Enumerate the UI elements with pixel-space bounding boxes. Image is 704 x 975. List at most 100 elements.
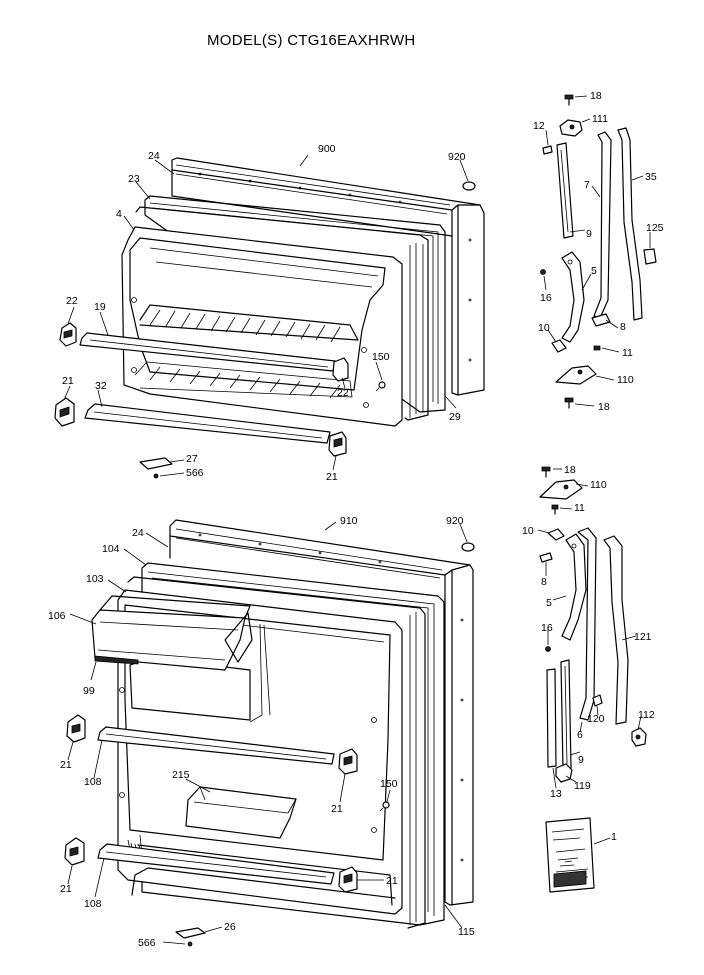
label-10-upper: 10 — [538, 322, 550, 334]
hinge-parts-upper: 18 12 111 7 35 9 125 16 5 10 8 11 110 18 — [533, 90, 664, 413]
label-9-lower: 9 — [578, 754, 584, 766]
label-7: 7 — [584, 179, 590, 191]
label-8-lower: 8 — [541, 576, 547, 588]
label-1: 1 — [611, 831, 617, 843]
label-125: 125 — [646, 222, 664, 234]
door-handle-121 — [603, 535, 629, 725]
label-120: 120 — [587, 713, 605, 725]
hinge-pin-8-upper — [591, 313, 611, 327]
freezer-outer-door-panel — [171, 157, 485, 396]
trim-strip-9-upper — [556, 142, 574, 239]
fresh-food-shelf-bar-108-lower — [97, 843, 335, 885]
fresh-food-screw-150 — [379, 801, 390, 812]
hinge-cap-12 — [542, 145, 553, 155]
label-150-freezer: 150 — [372, 351, 390, 363]
label-5-lower: 5 — [546, 597, 552, 609]
fresh-food-screw-566 — [187, 941, 193, 947]
handle-trim-7-upper — [593, 131, 612, 319]
label-21-freezer-left: 21 — [62, 375, 74, 387]
label-920-fresh: 920 — [446, 515, 464, 527]
label-11-upper: 11 — [622, 347, 633, 359]
label-8-upper: 8 — [620, 321, 626, 333]
fresh-food-outer-door-panel — [169, 519, 474, 906]
label-13: 13 — [550, 788, 562, 800]
label-29: 29 — [449, 411, 461, 423]
label-920-freezer: 920 — [448, 151, 466, 163]
screw-18-bottom — [564, 397, 574, 409]
label-910: 910 — [340, 515, 358, 527]
hinge-parts-lower: 18 110 11 10 8 5 121 16 112 120 6 9 13 1… — [522, 464, 655, 893]
label-5-upper: 5 — [591, 265, 597, 277]
door-handle-35 — [617, 127, 643, 321]
label-9-upper: 9 — [586, 228, 592, 240]
label-11-lower: 11 — [574, 502, 585, 514]
label-112: 112 — [638, 709, 655, 721]
hinge-arm-5-lower — [561, 533, 587, 641]
handle-trim-6-lower — [577, 527, 597, 721]
fresh-food-shelf-bar-108-upper — [97, 726, 335, 765]
label-215: 215 — [172, 769, 190, 781]
screw-16-lower — [545, 646, 551, 652]
label-21-fresh-right-upper: 21 — [331, 803, 343, 815]
hinge-arm-5-upper — [561, 251, 585, 343]
freezer-plate-27 — [139, 457, 173, 470]
label-21-fresh-left-upper: 21 — [60, 759, 72, 771]
label-18-top: 18 — [590, 90, 602, 102]
label-27: 27 — [186, 453, 198, 465]
label-4: 4 — [116, 208, 122, 220]
handle-clip-120 — [592, 694, 603, 707]
label-21-freezer-right: 21 — [326, 471, 338, 483]
label-18-bottom: 18 — [598, 401, 610, 413]
label-106: 106 — [48, 610, 66, 622]
label-566-fresh: 566 — [138, 937, 156, 949]
screw-18-lower — [541, 466, 551, 478]
label-32: 32 — [95, 380, 107, 392]
label-111: 111 — [592, 113, 608, 125]
trim-strip-13 — [546, 668, 557, 768]
label-108-lower: 108 — [84, 898, 102, 910]
label-99: 99 — [83, 685, 95, 697]
label-22-right: 22 — [337, 387, 349, 399]
freezer-plug-button — [462, 181, 476, 191]
screw-11-upper — [593, 345, 601, 351]
freezer-shelf-support-right-22 — [332, 357, 349, 382]
model-title: MODEL(S) CTG16EAXHRWH — [207, 32, 416, 49]
handle-cap-125 — [643, 248, 657, 265]
fresh-food-door-assembly: 910 920 24 104 103 106 99 21 108 215 21 … — [48, 515, 475, 949]
label-12: 12 — [533, 120, 545, 132]
label-110-lower: 110 — [590, 479, 607, 491]
label-24-fresh: 24 — [132, 527, 144, 539]
hinge-pin-8-lower — [539, 552, 553, 563]
hinge-110-lower — [539, 479, 583, 500]
fresh-food-plug-button — [461, 542, 475, 552]
label-22-left: 22 — [66, 295, 78, 307]
hinge-spacer-10-lower — [547, 528, 565, 541]
label-35: 35 — [645, 171, 657, 183]
freezer-door-assembly: 900 920 24 23 4 22 19 21 32 150 22 29 21… — [54, 143, 485, 483]
label-900: 900 — [318, 143, 336, 155]
hinge-110-upper — [555, 365, 597, 385]
label-10-lower: 10 — [522, 525, 534, 537]
freezer-screw-566 — [153, 473, 159, 479]
label-121: 121 — [634, 631, 652, 643]
screw-18-top — [564, 94, 574, 106]
freezer-shelf-bar-32 — [84, 403, 331, 444]
screw-11-lower — [551, 504, 559, 515]
screw-16-upper — [540, 269, 546, 275]
label-16-upper: 16 — [540, 292, 552, 304]
label-21-fresh-right-lower: 21 — [386, 875, 398, 887]
label-16-lower: 16 — [541, 622, 553, 634]
label-115: 115 — [458, 926, 475, 938]
label-19: 19 — [94, 301, 106, 313]
label-23: 23 — [128, 173, 140, 185]
label-26: 26 — [224, 921, 236, 933]
label-103: 103 — [86, 573, 104, 585]
label-110-upper: 110 — [617, 374, 634, 386]
label-18-lower: 18 — [564, 464, 576, 476]
fresh-food-plate-26 — [175, 927, 206, 939]
fresh-food-door-gasket — [141, 562, 445, 926]
label-150-fresh: 150 — [380, 778, 398, 790]
label-6: 6 — [577, 729, 583, 741]
label-108-upper: 108 — [84, 776, 102, 788]
